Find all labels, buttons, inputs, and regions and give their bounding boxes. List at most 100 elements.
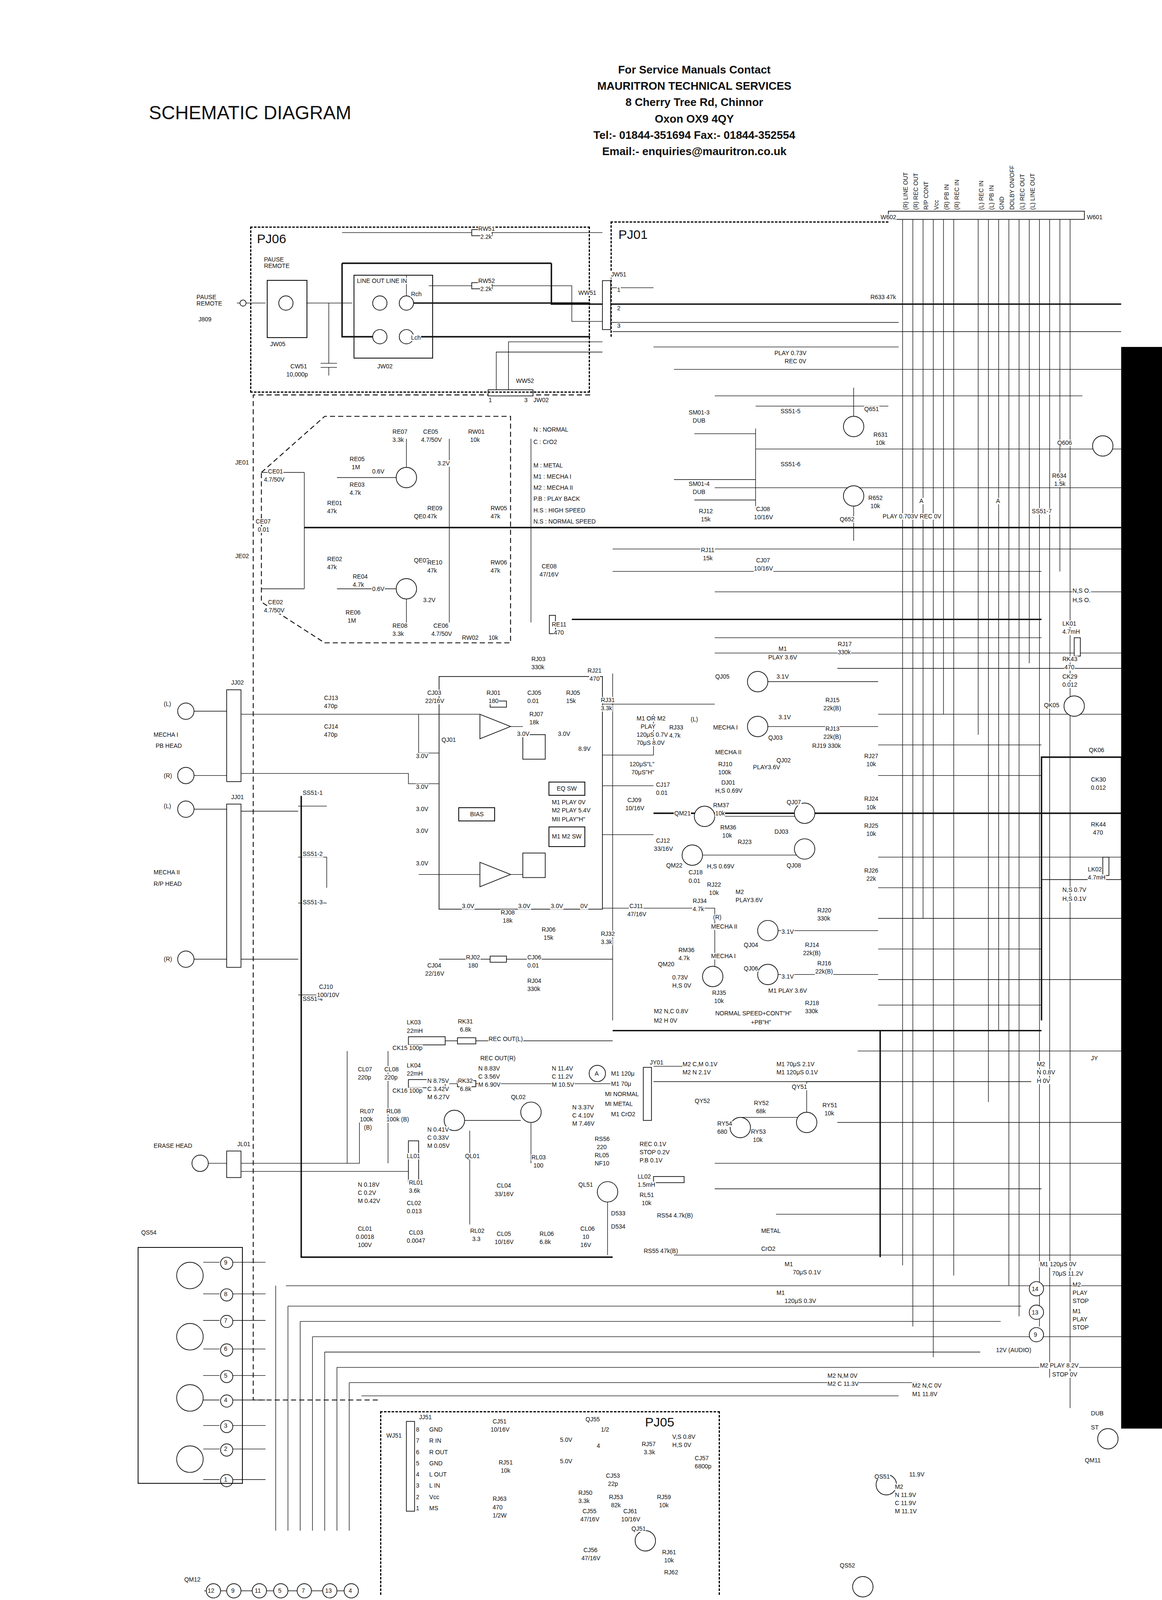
schematic-label: 14 — [1031, 1286, 1039, 1293]
schematic-label: 4.7k — [668, 732, 681, 740]
schematic-label: N 11.9V — [894, 1492, 917, 1499]
schematic-label: PLAY3.6V — [752, 764, 781, 771]
schematic-label: 1 — [223, 1477, 228, 1484]
schematic-label: D534 — [610, 1223, 626, 1231]
schematic-label: DJ01 — [720, 779, 736, 787]
transistor-symbol — [396, 467, 417, 489]
schematic-label: RJ08 — [500, 909, 516, 917]
schematic-label: RJ34 — [692, 898, 708, 905]
schematic-label: 4.7k — [352, 581, 365, 589]
schematic-label: QJ51 — [631, 1526, 646, 1533]
schematic-label: 10k — [641, 1200, 652, 1207]
schematic-label: CJ53 — [605, 1473, 621, 1480]
schematic-label: 1.5k — [1053, 480, 1066, 488]
schematic-label: 100V — [357, 1242, 373, 1249]
pin-circle — [220, 1257, 233, 1271]
schematic-label: CL05 — [496, 1231, 512, 1238]
box-label: JW02 — [376, 363, 393, 370]
pin-circle — [226, 1584, 241, 1599]
schematic-label: 6.8k — [459, 1026, 472, 1034]
schematic-label: 0.6V — [371, 586, 385, 593]
head-symbol — [177, 703, 195, 720]
schematic-label: RJ11 — [700, 547, 715, 554]
schematic-label: CK30 — [1090, 776, 1107, 784]
schematic-label: 6800p — [694, 1463, 712, 1471]
schematic-label: CJ12 — [655, 837, 671, 845]
pin-circle — [322, 1584, 337, 1599]
schematic-label: RY51 — [822, 1102, 838, 1109]
schematic-label: JY01 — [649, 1059, 664, 1067]
schematic-label: 4 — [223, 1397, 228, 1404]
schematic-label: 470 — [492, 1504, 503, 1512]
schematic-label: ERASE HEAD — [153, 1143, 193, 1150]
transistor-symbol — [794, 839, 815, 860]
schematic-label: RL08 — [386, 1108, 402, 1115]
schematic-label: 100 — [533, 1162, 544, 1170]
pin-circle — [344, 1584, 359, 1599]
schematic-label: 470p — [323, 703, 338, 710]
schematic-label: 0.6V — [371, 468, 385, 475]
transistor-symbol — [694, 806, 715, 827]
schematic-label: 22mH — [406, 1028, 424, 1035]
schematic-label: M 6.90V — [477, 1082, 502, 1089]
schematic-label: 70μS 8.0V — [636, 740, 666, 747]
schematic-label: 47k — [326, 508, 338, 515]
schematic-label: CL04 — [496, 1182, 512, 1190]
schematic-label: 5.0V — [559, 1458, 573, 1466]
schematic-label: CW51 — [289, 363, 308, 370]
schematic-label: J809 — [197, 316, 212, 323]
schematic-label: 3.3k — [392, 436, 405, 444]
schematic-label: RW01 — [467, 428, 486, 436]
box-label: QS54 — [140, 1229, 157, 1237]
callout-circle — [589, 1065, 606, 1083]
schematic-label: QJ07 — [786, 799, 802, 806]
schematic-label: 15k — [565, 698, 577, 705]
connector-strip — [226, 804, 241, 968]
schematic-label: 10k — [469, 436, 481, 444]
schematic-label: 10k — [865, 804, 877, 812]
coil-symbol — [1074, 637, 1081, 657]
pin-circle — [220, 1421, 233, 1434]
schematic-label: MI NORMAL — [604, 1091, 640, 1098]
schematic-label: M2 — [894, 1484, 904, 1491]
schematic-label: MAURITRON TECHNICAL SERVICES — [596, 79, 792, 93]
schematic-label: CJ05 — [526, 690, 542, 697]
schematic-label: Tel:- 01844-351694 Fax:- 01844-352554 — [592, 128, 796, 142]
schematic-label: Q652 — [839, 516, 855, 523]
schematic-label: 1 — [488, 397, 493, 404]
schematic-label: RE11 — [551, 621, 567, 629]
schematic-label: 470 — [1064, 664, 1075, 671]
box-label: Rch — [410, 291, 422, 298]
schematic-label: 3.0V — [415, 806, 429, 813]
schematic-label: N 3.37V — [572, 1104, 595, 1112]
schematic-label: M1 — [775, 1290, 785, 1297]
schematic-label: M2 — [1072, 1282, 1082, 1289]
schematic-label: RJ03 — [530, 656, 546, 663]
schematic-label: 3.0V — [415, 784, 429, 791]
schematic-label: A — [594, 1070, 599, 1078]
wire — [194, 219, 1122, 1592]
schematic-label: 2 — [223, 1446, 228, 1453]
schematic-label: 10k — [500, 1468, 511, 1475]
schematic-label: 15k — [543, 934, 555, 942]
schematic-label: 12 — [207, 1588, 216, 1595]
schematic-label: R IN — [428, 1438, 442, 1445]
schematic-label: RL06 — [539, 1231, 555, 1238]
schematic-label: 10k — [714, 810, 726, 817]
box-label: JW05 — [269, 341, 287, 348]
schematic-label: 10/16V — [494, 1239, 514, 1246]
schematic-label: 22k(B) — [802, 950, 821, 957]
schematic-label: STOP — [1072, 1324, 1090, 1332]
schematic-label: JE02 — [234, 553, 250, 560]
schematic-label: 120μS"L" — [628, 761, 655, 768]
schematic-label: RJ14 — [804, 942, 820, 949]
transistor-symbol — [176, 1324, 204, 1351]
head-symbol — [177, 951, 195, 968]
schematic-label: 10k — [708, 890, 720, 897]
schematic-label: QJ05 — [714, 673, 730, 681]
schematic-label: QJ55 — [585, 1416, 601, 1424]
coil-symbol — [408, 1037, 446, 1046]
schematic-label: 120μS 0.3V — [784, 1298, 817, 1305]
schematic-label: RY54 — [716, 1120, 733, 1128]
